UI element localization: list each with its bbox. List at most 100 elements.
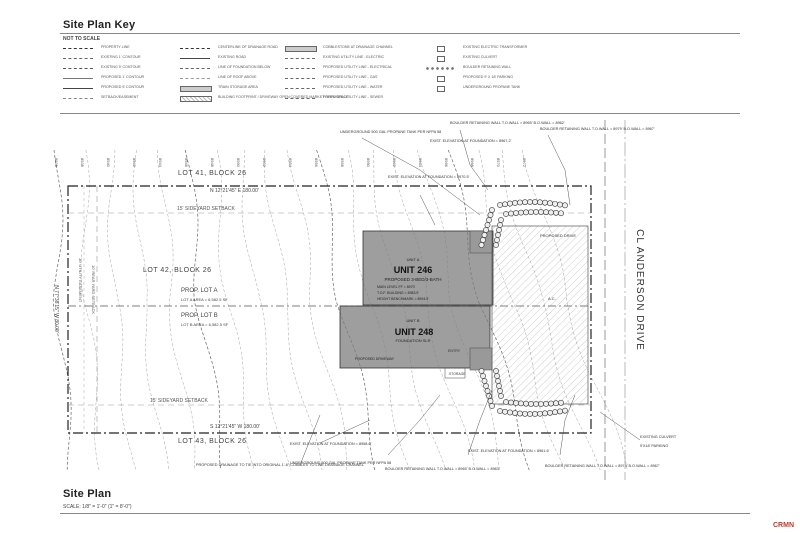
boulder xyxy=(480,237,486,243)
boulder xyxy=(498,393,504,399)
boulder xyxy=(528,400,534,407)
legend-row: EXISTING ROAD xyxy=(180,55,300,62)
legend-label: CENTERLINE OF DRAINAGE ROAD xyxy=(218,45,278,49)
callout-ac: A.C. xyxy=(548,296,556,301)
boulder xyxy=(522,199,528,206)
boulder xyxy=(557,201,563,208)
boulder xyxy=(532,411,538,417)
boulder xyxy=(497,222,503,228)
legend-sample xyxy=(437,86,445,92)
legend-label: PROPOSED UTILITY LINE - ELECTRICAL xyxy=(323,65,393,69)
boulder xyxy=(523,209,529,216)
unit-246-label: UNIT 246 xyxy=(394,265,433,275)
boulder xyxy=(497,388,503,394)
legend-row: EXISTING ELECTRIC TRANSFORMER xyxy=(425,45,545,52)
legend-sample xyxy=(437,46,445,52)
legend-label: BOULDER RETAINING WALL xyxy=(463,65,512,69)
lot-41-label: LOT 41, BLOCK 26 xyxy=(178,170,247,177)
boulder xyxy=(547,200,553,207)
contour-line xyxy=(286,149,348,471)
legend-sample xyxy=(285,58,315,59)
callout-elev-2: EXIST. ELEVATION AT FOUNDATION = 8970.5' xyxy=(388,175,470,179)
bearing-top: N 12°21'45" E 180.00' xyxy=(210,188,259,194)
contour-label: 8966 xyxy=(444,158,449,168)
contour-line xyxy=(241,149,292,471)
boulder xyxy=(532,199,538,205)
unit-248-footprint xyxy=(339,305,491,369)
contour-label: 8936 xyxy=(54,158,59,168)
contour-label: 8948 xyxy=(210,158,215,168)
legend-label: EXISTING UTILITY LINE - ELECTRIC xyxy=(323,55,385,59)
legend-sample xyxy=(180,68,210,69)
boulder xyxy=(481,232,488,238)
contour-line xyxy=(107,149,137,471)
contour-label: 8940 xyxy=(106,158,111,168)
legend-sample xyxy=(285,46,317,52)
boulder xyxy=(478,242,485,248)
boulder xyxy=(523,400,529,407)
boulder xyxy=(533,209,539,215)
crmn-watermark: CRMN xyxy=(773,522,794,529)
boulder xyxy=(553,209,559,216)
boulder xyxy=(480,373,486,379)
legend-row: BOULDER RETAINING WALL xyxy=(425,65,545,72)
legend-label: PROPERTY LINE xyxy=(101,45,130,49)
lot-43-label: LOT 43, BLOCK 26 xyxy=(178,438,247,445)
contour-line xyxy=(348,149,411,471)
legend-sample xyxy=(63,48,93,49)
contour-label: 8956 xyxy=(314,158,319,168)
legend-label: LINE OF ROOF ABOVE xyxy=(218,75,257,79)
legend-row: LINE OF FOUNDATION BELOW xyxy=(180,65,300,72)
callout-elev-4: EXIST. ELEVATION AT FOUNDATION = 8961.6' xyxy=(468,449,550,453)
boulder xyxy=(552,200,558,207)
garage-248 xyxy=(469,347,493,371)
boulder xyxy=(558,210,564,217)
boulder xyxy=(494,237,500,243)
boulder xyxy=(497,202,503,208)
boulder xyxy=(517,199,523,206)
legend-row: BUILDING FOOTPRINT / DRIVEWAY OPEN COVER… xyxy=(180,95,348,102)
boulder xyxy=(528,209,534,216)
contour-line xyxy=(157,149,196,471)
boulder xyxy=(513,210,519,216)
legend-sample xyxy=(180,48,210,49)
contour-label: 8944 xyxy=(158,158,163,168)
boulder xyxy=(483,227,489,233)
boulder xyxy=(562,202,568,209)
boulder xyxy=(493,368,499,374)
boulder xyxy=(484,388,491,394)
legend-row: COBBLESTONE AT DRAINAGE CHANNEL xyxy=(285,45,405,52)
boulder xyxy=(483,383,489,389)
legend-row: PROPOSED UTILITY LINE - GAS xyxy=(285,75,405,82)
legend-label: PROPOSED UTILITY LINE - WATER xyxy=(323,85,383,89)
legend-label: PROPOSED 9' X 18' PARKING xyxy=(463,75,514,79)
callout-boulder-wall-4: BOULDER RETAINING WALL T.O.WALL = 8978' … xyxy=(545,464,660,468)
legend-label: COBBLESTONE AT DRAINAGE CHANNEL xyxy=(323,45,393,49)
legend-row: PROPERTY LINE xyxy=(63,45,183,52)
boulder xyxy=(548,209,554,216)
legend-row: TRAIN STORAGE AREA xyxy=(180,85,300,92)
contour-label: 8954 xyxy=(288,158,293,168)
boulder xyxy=(507,409,513,416)
legend-label: EXISTING 5' CONTOUR xyxy=(101,65,141,69)
callout-proposed-drive: PROPOSED DRIVE xyxy=(540,233,576,238)
boulder xyxy=(498,217,504,223)
legend-sample xyxy=(285,98,315,99)
unit-b-label: UNIT B xyxy=(406,318,419,323)
boulder xyxy=(557,408,563,415)
unit-a-height: HEIGHT BENCHMARK = 8994.5' xyxy=(377,297,429,301)
legend-sample xyxy=(180,96,212,102)
boulder xyxy=(502,201,508,208)
storage-box xyxy=(444,367,466,379)
legend-sample xyxy=(180,58,210,59)
utility-easement-label: 10' UTILITY EASEMENT xyxy=(78,258,83,303)
callout-boulder-wall-1: BOULDER RETAINING WALL T.O.WALL = 8965' … xyxy=(450,121,565,125)
boulder xyxy=(517,410,523,417)
footer-scale: SCALE: 1/8" = 1'-0" (1" = 8'-0") xyxy=(63,504,132,510)
legend-sample xyxy=(63,68,93,69)
contour-label: 8970 xyxy=(496,158,501,168)
contour-label: 8942 xyxy=(132,158,137,168)
bearing-bottom: S 12°21'45" W 180.00' xyxy=(210,424,260,430)
contour-line xyxy=(264,149,323,471)
legend-sample xyxy=(437,56,445,62)
